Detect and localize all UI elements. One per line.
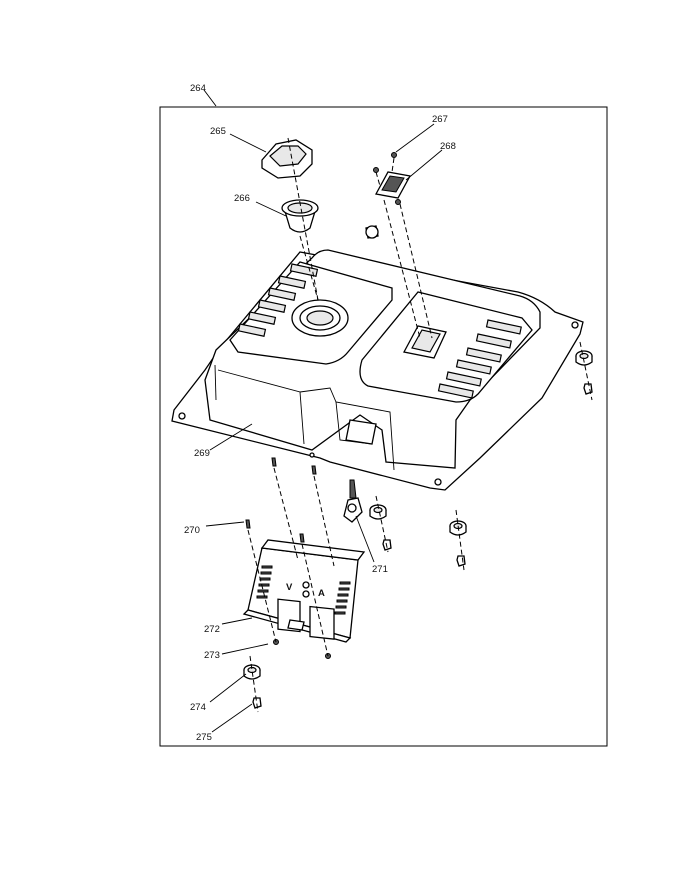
fuel-cap	[261, 139, 313, 179]
callout-268: 268	[440, 141, 456, 152]
gauge-screw	[373, 152, 401, 205]
callout-266: 266	[234, 193, 250, 204]
callout-269: 269	[194, 448, 210, 459]
fuel-strainer	[281, 199, 319, 233]
rubber-mount-bottom	[243, 664, 262, 709]
callout-275: 275	[196, 732, 212, 743]
voltmeter-label: V	[286, 582, 293, 593]
diagram-frame	[159, 106, 608, 747]
rubber-mount-center	[369, 504, 392, 551]
fuel-valve	[343, 479, 363, 523]
callout-265: 265	[210, 126, 226, 137]
control-panel: V A	[242, 539, 366, 643]
rubber-mount-right	[575, 350, 593, 395]
callout-267: 267	[432, 114, 448, 125]
fuel-gauge	[365, 171, 412, 239]
callout-270: 270	[184, 525, 200, 536]
callout-264: 264	[190, 83, 206, 94]
callout-273: 273	[204, 650, 220, 661]
ammeter-label: A	[318, 588, 325, 599]
callout-272: 272	[204, 624, 220, 635]
fuel-tank	[171, 249, 584, 491]
callout-271: 271	[372, 564, 388, 575]
assembly-lines	[247, 137, 593, 713]
callout-274: 274	[190, 702, 206, 713]
leader-lines	[203, 89, 443, 733]
